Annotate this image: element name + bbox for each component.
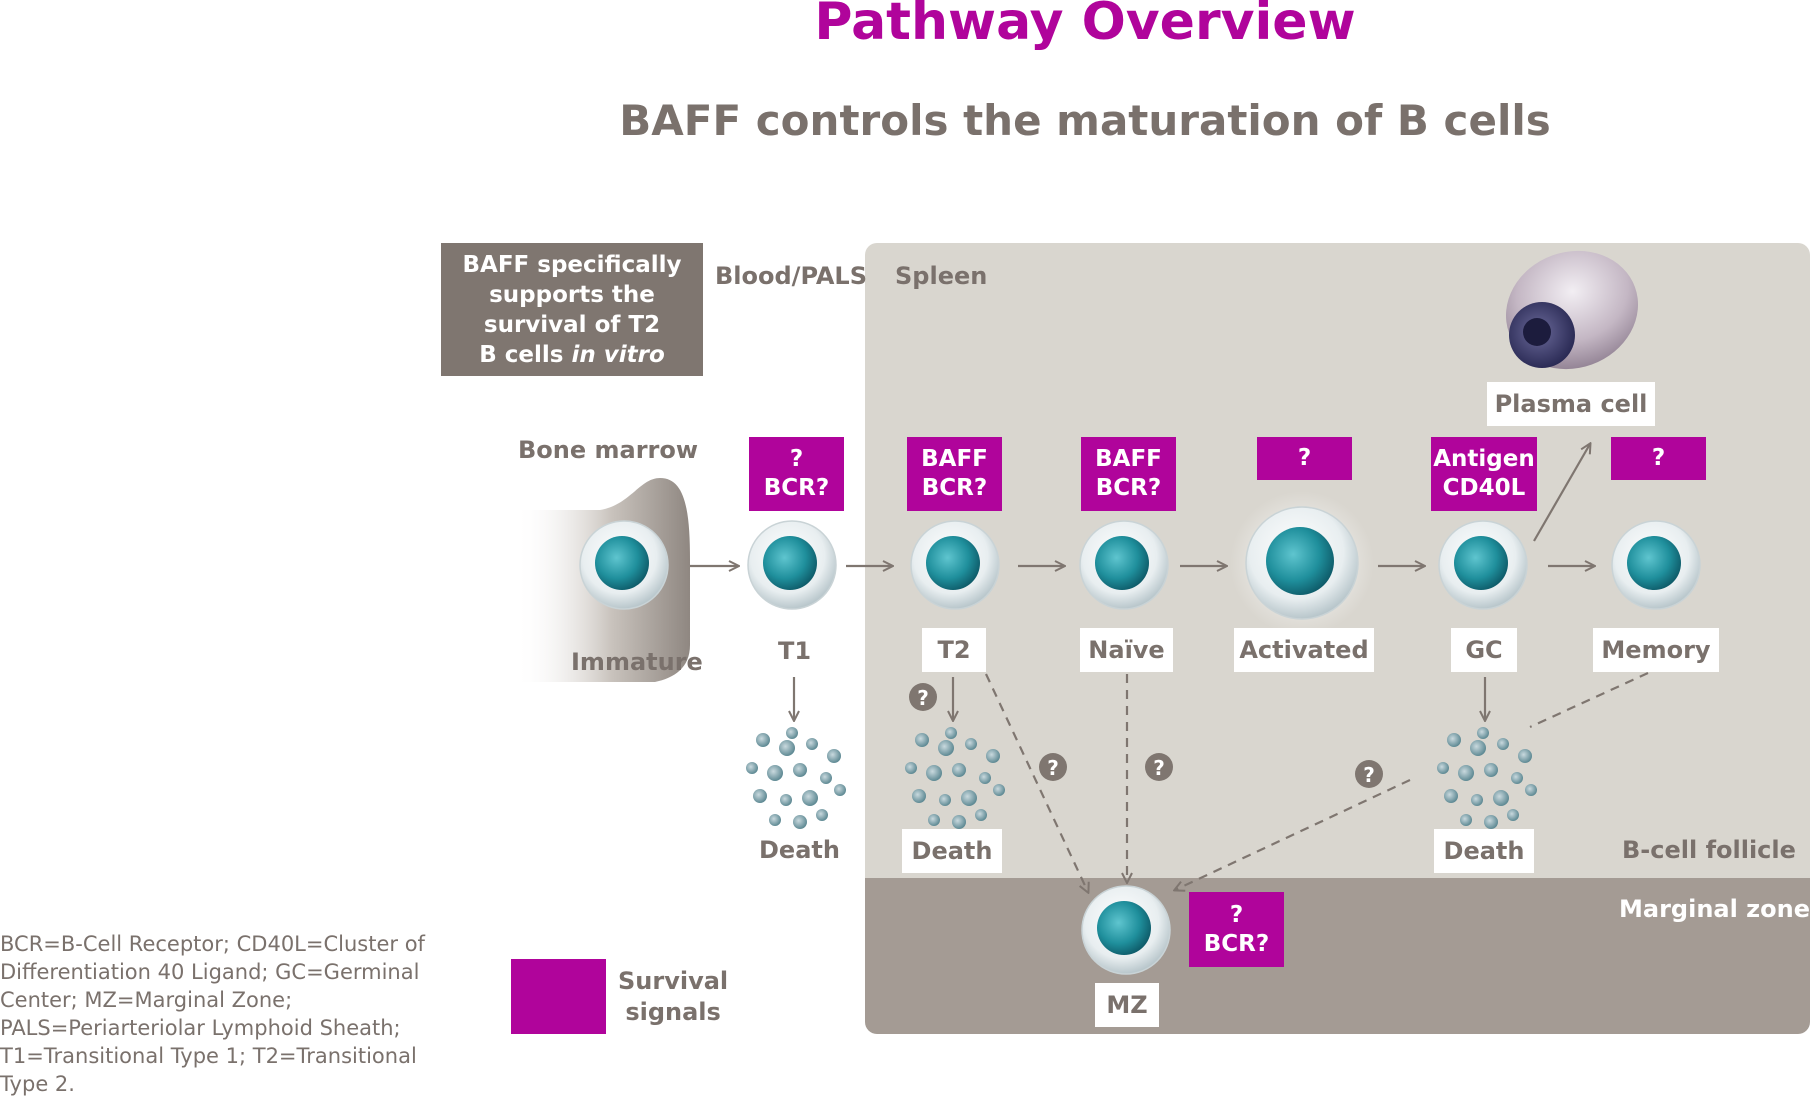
signal-line: ?	[789, 446, 804, 472]
marginal-zone-region	[865, 878, 1810, 1034]
label-memory: Memory	[1593, 628, 1719, 672]
dashed-arrow-t2-mz	[985, 673, 1088, 892]
label-plasma-cell: Plasma cell	[1487, 382, 1655, 426]
question-text: ?	[1153, 756, 1165, 780]
note-line: BAFF specifically	[462, 251, 682, 278]
label-activated: Activated	[1234, 628, 1374, 672]
marginal-zone-label: Marginal zone	[1619, 895, 1810, 923]
question-circle-gc-mz: ?	[1355, 760, 1383, 788]
label-death-t1: Death	[759, 836, 840, 864]
cell-naive	[1079, 520, 1169, 610]
signal-line: BAFF	[921, 446, 988, 472]
question-circle-naive-mz: ?	[1145, 753, 1173, 781]
cell-t1	[747, 520, 837, 610]
dashed-arrow-gc-death-mz	[1175, 779, 1411, 890]
abbreviations-footnote: BCR=B-Cell Receptor; CD40L=Cluster of Di…	[0, 932, 425, 1096]
signal-box-naive: BAFF BCR?	[1081, 437, 1176, 511]
cell-memory	[1611, 520, 1701, 610]
label-death-t2: Death	[902, 829, 1002, 873]
signal-box-activated: ?	[1257, 437, 1352, 480]
label-naive: Naïve	[1080, 628, 1173, 672]
signal-box-memory: ?	[1611, 437, 1706, 480]
page-title: Pathway Overview	[814, 0, 1356, 52]
question-text: ?	[917, 686, 929, 710]
plasma-cell	[1505, 250, 1639, 370]
cell-t2	[910, 520, 1000, 610]
signal-line: Antigen	[1433, 446, 1535, 472]
note-line: B cells in vitro	[441, 340, 703, 370]
cell-mz	[1081, 885, 1171, 975]
note-italic-text: in vitro	[571, 341, 665, 368]
label-death-gc: Death	[1434, 829, 1534, 873]
page-subtitle: BAFF controls the maturation of B cells	[619, 96, 1551, 145]
signal-line: ?	[1229, 901, 1244, 928]
signal-line: BCR?	[763, 475, 830, 501]
b-cell-follicle-label: B-cell follicle	[1622, 836, 1796, 864]
legend-line: Survival	[618, 967, 729, 995]
bone-marrow-label: Bone marrow	[518, 436, 699, 464]
question-text: ?	[1047, 756, 1059, 780]
label-t2: T2	[922, 628, 986, 672]
baff-note-box: BAFF specifically supports the survival …	[441, 243, 703, 376]
question-text: ?	[1363, 763, 1375, 787]
legend-label: Survival signals	[618, 966, 728, 1028]
label-mz: MZ	[1095, 983, 1159, 1027]
question-circle-t2-death: ?	[909, 683, 937, 711]
spleen-label: Spleen	[895, 262, 988, 290]
signal-line: BCR?	[1095, 475, 1162, 501]
death-debris-t1	[746, 727, 846, 829]
signal-line: ?	[1651, 445, 1666, 471]
legend-swatch	[511, 959, 606, 1034]
arrow-gc-plasma	[1533, 444, 1590, 542]
signal-line: BCR?	[1203, 930, 1270, 957]
signal-box-mz: ?BCR?	[1189, 892, 1284, 967]
signal-line: BAFF	[1095, 446, 1162, 472]
label-immature: Immature	[571, 648, 703, 676]
cell-activated	[1245, 506, 1359, 620]
death-debris-gc	[1437, 727, 1537, 829]
death-debris-t2	[905, 727, 1005, 829]
legend-line: signals	[625, 998, 721, 1026]
blood-pals-label: Blood/PALS	[715, 262, 867, 290]
label-gc: GC	[1451, 628, 1517, 672]
cell-immature	[579, 520, 669, 610]
signal-line: ?	[1297, 445, 1312, 471]
signal-line: CD40L	[1442, 475, 1526, 501]
note-line: survival of T2	[483, 311, 661, 338]
signal-box-t2: BAFF BCR?	[907, 437, 1002, 511]
note-line: supports the	[489, 281, 655, 308]
signal-box-t1: ? BCR?	[749, 437, 844, 511]
cell-gc	[1438, 520, 1528, 610]
label-t1: T1	[778, 637, 812, 665]
question-circle-t2-mz: ?	[1039, 753, 1067, 781]
note-text: B cells	[479, 341, 572, 368]
dashed-line-memory	[1529, 671, 1649, 729]
signal-line: BCR?	[921, 475, 988, 501]
